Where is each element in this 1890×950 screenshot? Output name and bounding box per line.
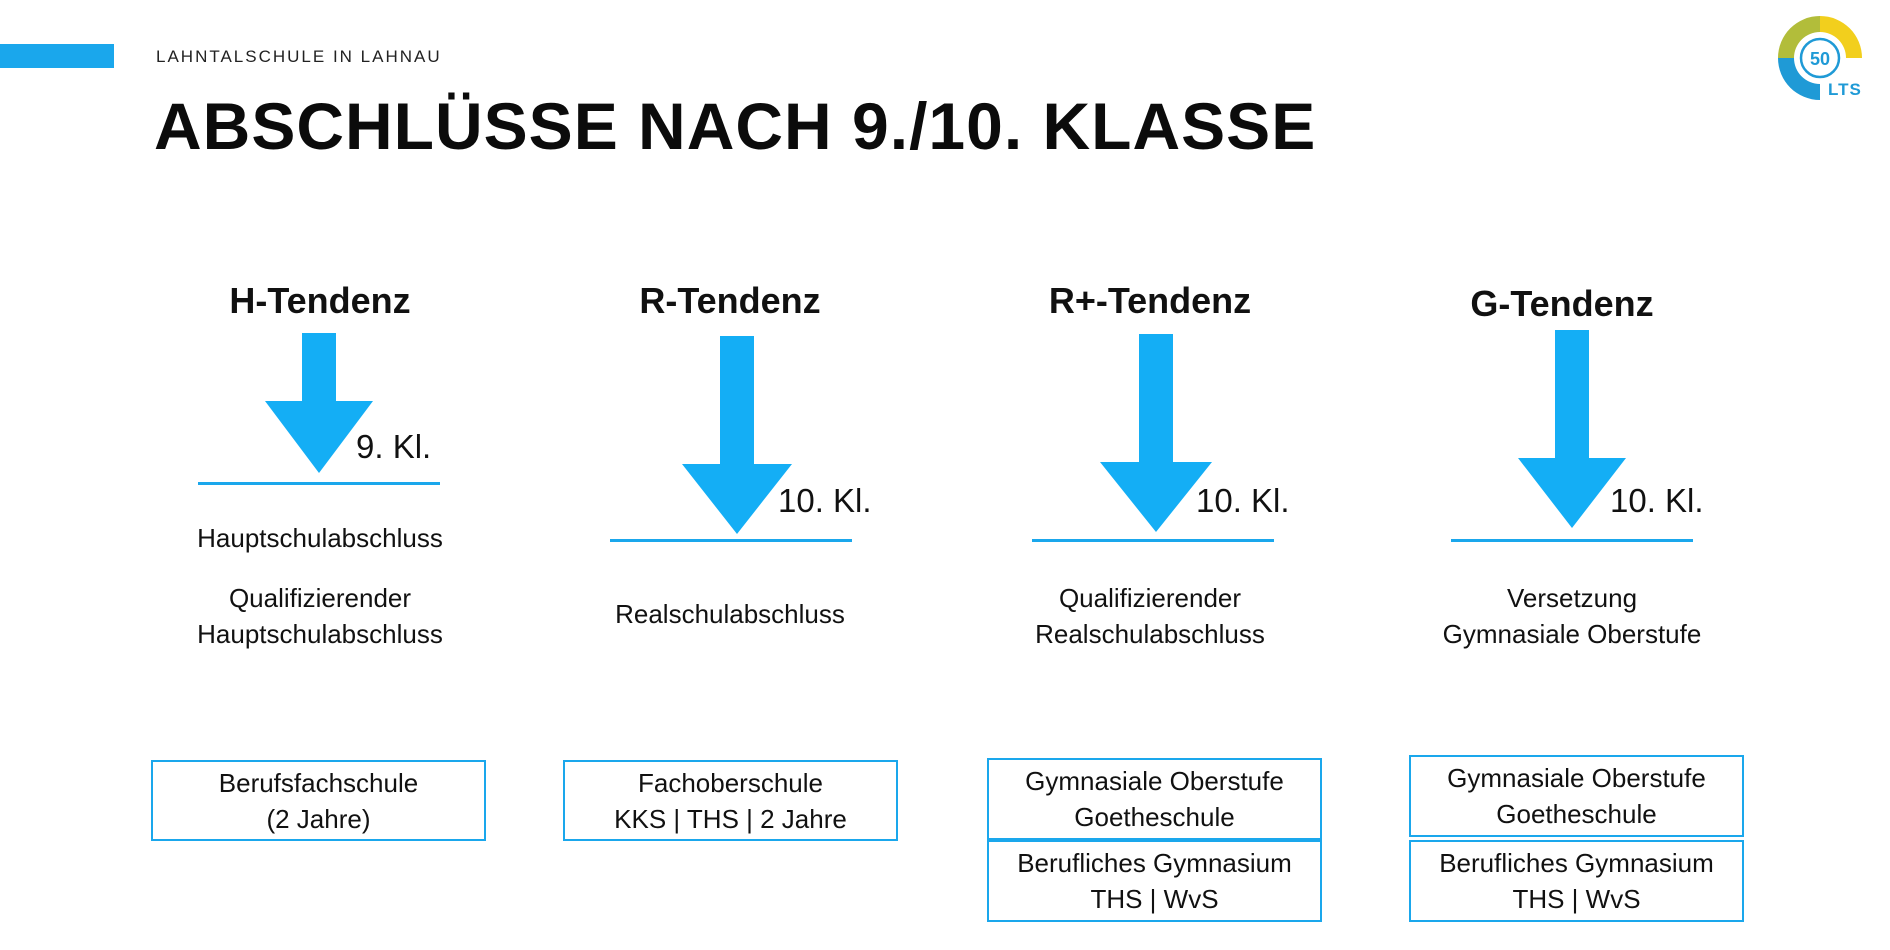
school-box: Berufsfachschule (2 Jahre) [151,760,486,841]
logo-number: 50 [1810,49,1830,69]
abschluss-line: Realschulabschluss [1035,619,1265,649]
abschluss-line: Versetzung [1506,583,1638,613]
page-title: ABSCHLÜSSE NACH 9./10. KLASSE [154,89,1317,163]
abschluss-line: Realschulabschluss [615,599,845,629]
column-r-tendenz: R-Tendenz 10. Kl. Realschulabschluss Fac… [520,0,940,950]
arrow-shape [1100,334,1212,532]
box-line: Gymnasiale Oberstufe [1447,763,1706,793]
box-line: (2 Jahre) [266,803,371,834]
school-box: Berufliches Gymnasium THS | WvS [1409,840,1744,922]
box-line: Goetheschule [1074,802,1235,832]
column-g-tendenz: G-Tendenz 10. Kl. Versetzung Gymnasiale … [1352,0,1772,950]
abschluss-line: Qualifizierender [1058,583,1242,613]
down-arrow-icon [1518,330,1626,528]
accent-bar [0,44,114,68]
divider-line [1032,539,1274,542]
box-line: Gymnasiale Oberstufe [1025,766,1284,796]
abschluss-text: Realschulabschluss [520,596,940,632]
divider-line [610,539,852,542]
logo-text: LTS [1828,80,1862,99]
arrow-shape [682,336,792,534]
abschluss-line: Gymnasiale Oberstufe [1442,619,1702,649]
box-line: THS | WvS [1090,884,1219,914]
school-box: Gymnasiale Oberstufe Goetheschule [987,758,1322,840]
box-line: THS | WvS [1512,884,1641,914]
column-heading: H-Tendenz [229,280,411,321]
grade-label: 9. Kl. [356,428,432,465]
grade-label: 10. Kl. [1196,482,1290,519]
arrow-shape [1518,330,1626,528]
school-box: Gymnasiale Oberstufe Goetheschule [1409,755,1744,837]
box-line: KKS | THS | 2 Jahre [614,803,847,834]
school-box: Berufliches Gymnasium THS | WvS [987,840,1322,922]
box-line: Berufsfachschule [218,767,419,798]
grade-label: 10. Kl. [778,482,872,519]
abschluss-text: Qualifizierender Realschulabschluss [940,580,1360,652]
abschluss-line: Hauptschulabschluss [197,619,443,649]
column-heading: R-Tendenz [639,280,821,321]
school-anniversary-logo: 50 [1778,16,1862,100]
grade-label: 10. Kl. [1610,482,1704,519]
arrow-shape [265,333,373,473]
column-heading: R+-Tendenz [1048,280,1252,321]
abschluss-text: Versetzung Gymnasiale Oberstufe [1362,580,1782,652]
box-line: Fachoberschule [638,767,823,798]
abschluss-text: Hauptschulabschluss Qualifizierender Hau… [110,520,530,652]
logo-ring-yellow [1820,16,1862,58]
logo-ring-olive [1778,16,1820,58]
column-h-tendenz: H-Tendenz 9. Kl. Hauptschulabschluss Qua… [110,0,530,950]
down-arrow-icon [682,336,792,534]
down-arrow-icon [1100,334,1212,532]
logo-inner-ring [1799,37,1841,79]
column-heading: G-Tendenz [1470,283,1654,324]
school-box: Fachoberschule KKS | THS | 2 Jahre [563,760,898,841]
logo-ring-blue [1778,58,1820,100]
abschluss-spacer [110,556,530,580]
abschluss-line: Qualifizierender [228,583,412,613]
school-name: LAHNTALSCHULE IN LAHNAU [156,47,442,66]
box-line: Berufliches Gymnasium [1439,848,1714,878]
divider-line [198,482,440,485]
box-line: Goetheschule [1496,799,1657,829]
down-arrow-icon [265,333,373,473]
abschluss-line: Hauptschulabschluss [197,523,443,553]
column-r-plus-tendenz: R+-Tendenz 10. Kl. Qualifizierender Real… [940,0,1360,950]
divider-line [1451,539,1693,542]
box-line: Berufliches Gymnasium [1017,848,1292,878]
